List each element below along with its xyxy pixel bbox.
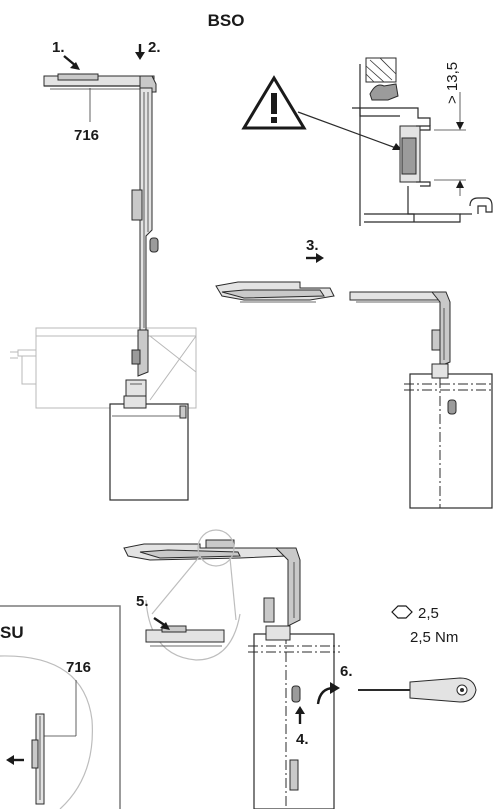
top-right-profile: > 13,5: [241, 57, 493, 226]
top-arm-horizontal: [43, 73, 157, 93]
step3-label: 3.: [306, 237, 319, 254]
inset-box: [0, 605, 121, 809]
ghost-sash: [10, 327, 197, 409]
part-number-inset: 716: [66, 659, 91, 676]
inset-title-fragment: SU: [0, 623, 24, 642]
dimension-label: > 13,5: [444, 62, 461, 104]
vertical-arm: [125, 87, 159, 399]
diagram-title: BSO: [208, 11, 245, 30]
step2-arrow: [135, 44, 145, 60]
step4-arrow: [295, 706, 305, 724]
part-number-top: 716: [74, 127, 99, 144]
step4-label: 4.: [296, 731, 309, 748]
rotate-arrow-icon: [316, 682, 340, 705]
torque-label: 2,5 Nm: [410, 629, 458, 646]
detail-zoom: [145, 599, 241, 661]
step1-arrow: [63, 55, 80, 70]
loose-slider: [215, 281, 335, 303]
frame-block-bottom: [248, 625, 340, 809]
warning-triangle-icon: [241, 75, 307, 130]
step3-arrow: [306, 253, 324, 263]
window-profile-section: [352, 57, 493, 226]
frame-block-left: [109, 395, 189, 501]
top-left-assembly: 1. 2. 716: [10, 39, 197, 501]
inset-arrow: [6, 755, 24, 765]
bottom-arm: [123, 539, 301, 627]
step3-assembly: 3.: [215, 237, 493, 509]
hex-screwdriver-icon: [358, 677, 477, 703]
step6-label: 6.: [340, 663, 353, 680]
bottom-assembly: 5. 4. 6.: [123, 529, 477, 809]
hex-size-label: 2,5: [418, 605, 439, 622]
step1-label: 1.: [52, 39, 65, 56]
step5-label: 5.: [136, 593, 149, 610]
hex-key-icon: [391, 605, 413, 619]
step2-label: 2.: [148, 39, 161, 56]
right-arm-assembly: [349, 291, 493, 509]
